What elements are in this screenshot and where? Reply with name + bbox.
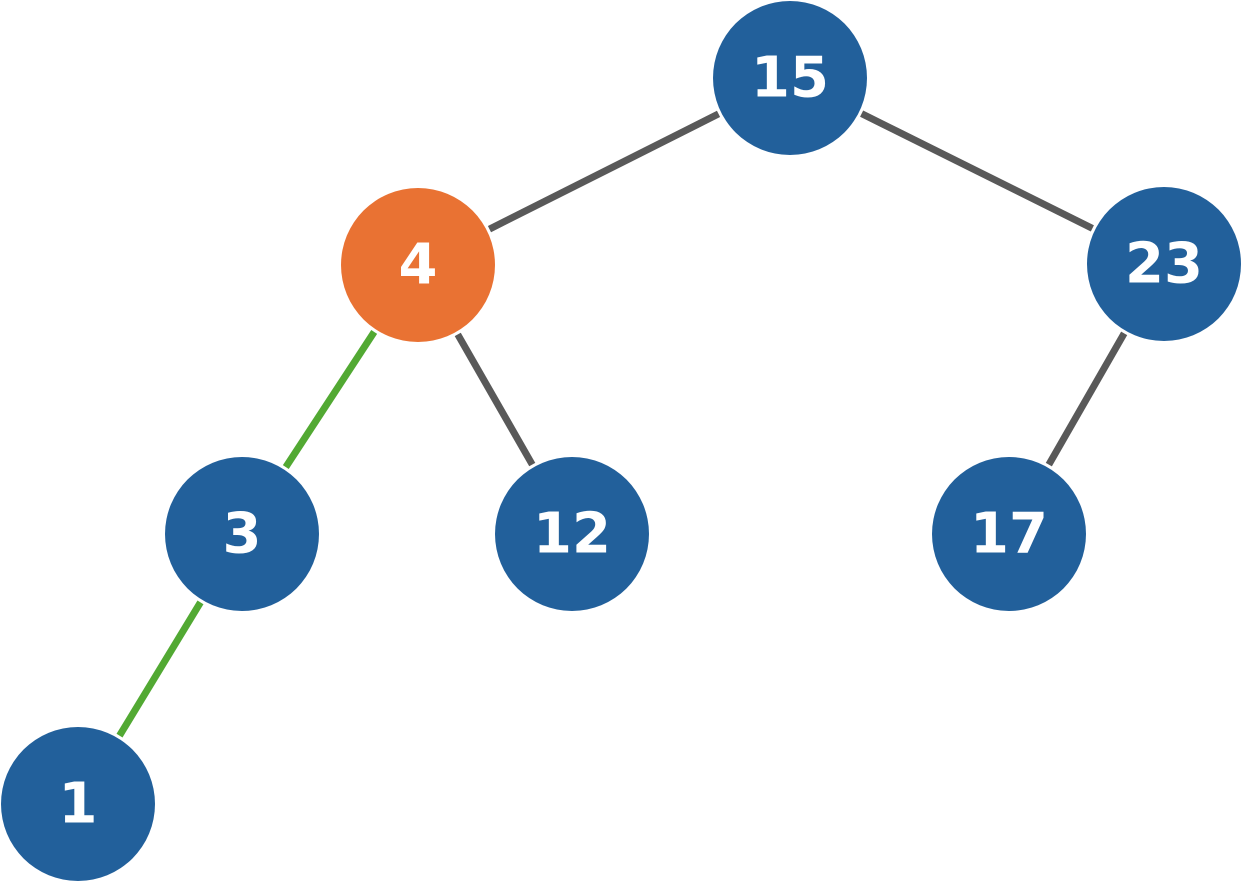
- tree-node-15: 15: [713, 1, 867, 155]
- edge-n3-n1: [116, 600, 204, 738]
- node-circle: [713, 1, 867, 155]
- node-label: 4: [399, 233, 438, 298]
- tree-node-12: 12: [495, 457, 649, 611]
- tree-node-23: 23: [1087, 187, 1241, 341]
- node-label: 17: [970, 502, 1048, 567]
- node-circle: [495, 457, 649, 611]
- tree-node-17: 17: [932, 457, 1086, 611]
- node-circle: [1087, 187, 1241, 341]
- edge-n4-n3: [282, 330, 378, 469]
- edge-n4-n12: [454, 332, 536, 467]
- tree-node-4: 4: [341, 188, 495, 342]
- node-label: 1: [59, 772, 98, 837]
- edge-n23-n17: [1045, 331, 1128, 467]
- node-label: 3: [223, 502, 262, 567]
- node-label: 23: [1125, 232, 1203, 297]
- edge-n15-n23: [860, 110, 1094, 232]
- node-circle: [341, 188, 495, 342]
- node-label: 12: [533, 502, 611, 567]
- node-circle: [165, 457, 319, 611]
- node-circle: [932, 457, 1086, 611]
- tree-node-1: 1: [1, 727, 155, 881]
- edge-n15-n4: [487, 110, 721, 233]
- edges-layer: [116, 110, 1128, 738]
- node-circle: [1, 727, 155, 881]
- tree-node-3: 3: [165, 457, 319, 611]
- node-label: 15: [751, 46, 829, 111]
